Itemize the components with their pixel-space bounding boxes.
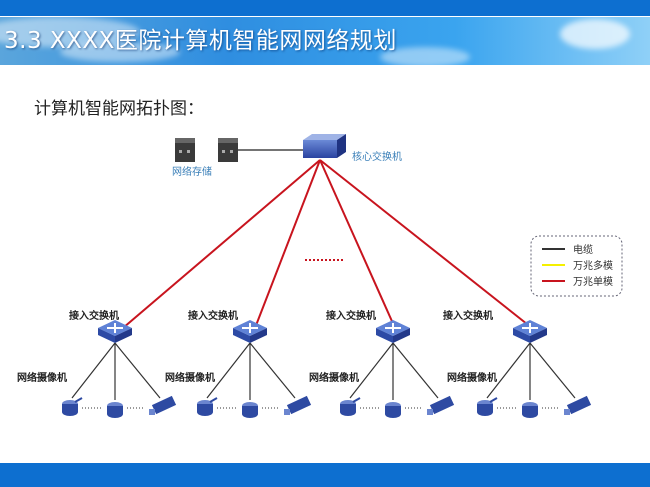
core-switch-icon xyxy=(303,134,346,158)
bullet-camera-icon xyxy=(149,395,177,415)
storage-label: 网络存储 xyxy=(172,165,212,178)
bottom-bar xyxy=(0,463,650,487)
fiber-link xyxy=(122,159,321,329)
storage-icon xyxy=(175,138,195,162)
camera-mount xyxy=(352,397,361,403)
fiber-link xyxy=(319,159,533,329)
dome-camera-icon xyxy=(107,402,123,418)
legend-label: 万兆单模 xyxy=(573,276,613,288)
camera-label: 网络摄像机 xyxy=(309,371,359,384)
cable-link xyxy=(114,342,161,399)
cable-link xyxy=(392,342,439,399)
bullet-camera-icon xyxy=(284,395,312,415)
cable-link xyxy=(349,342,394,399)
bullet-camera-icon xyxy=(427,395,455,415)
fiber-link xyxy=(319,159,396,329)
slide-title: 3.3 XXXX医院计算机智能网网络规划 xyxy=(4,28,397,54)
access-switch-label: 接入交换机 xyxy=(443,309,493,322)
camera-mount xyxy=(489,397,498,403)
access-switch-icon xyxy=(512,319,548,344)
camera-mount xyxy=(74,397,83,403)
camera-mount xyxy=(209,397,218,403)
core-switch-label: 核心交换机 xyxy=(352,150,402,163)
cable-link xyxy=(71,342,116,399)
top-bar xyxy=(0,0,650,16)
access-switch-label: 接入交换机 xyxy=(69,309,119,322)
bullet-camera-icon xyxy=(564,395,592,415)
camera-label: 网络摄像机 xyxy=(447,371,497,384)
title-banner xyxy=(0,17,650,65)
dome-camera-icon xyxy=(522,402,538,418)
camera-label: 网络摄像机 xyxy=(165,371,215,384)
dome-camera-icon xyxy=(385,402,401,418)
dome-camera-icon xyxy=(242,402,258,418)
access-switch-icon xyxy=(375,319,411,344)
cable-link xyxy=(529,342,576,399)
cable-link xyxy=(486,342,531,399)
camera-label: 网络摄像机 xyxy=(17,371,67,384)
fiber-link xyxy=(254,159,321,329)
cable-link xyxy=(249,342,296,399)
legend-label: 万兆多模 xyxy=(573,259,613,272)
access-switch-label: 接入交换机 xyxy=(188,309,238,322)
diagram-heading: 计算机智能网拓扑图： xyxy=(34,99,204,119)
access-switch-label: 接入交换机 xyxy=(326,309,376,322)
legend-label: 电缆 xyxy=(573,243,593,256)
cable-link xyxy=(206,342,251,399)
storage-icon xyxy=(218,138,238,162)
access-switch-icon xyxy=(232,319,268,344)
